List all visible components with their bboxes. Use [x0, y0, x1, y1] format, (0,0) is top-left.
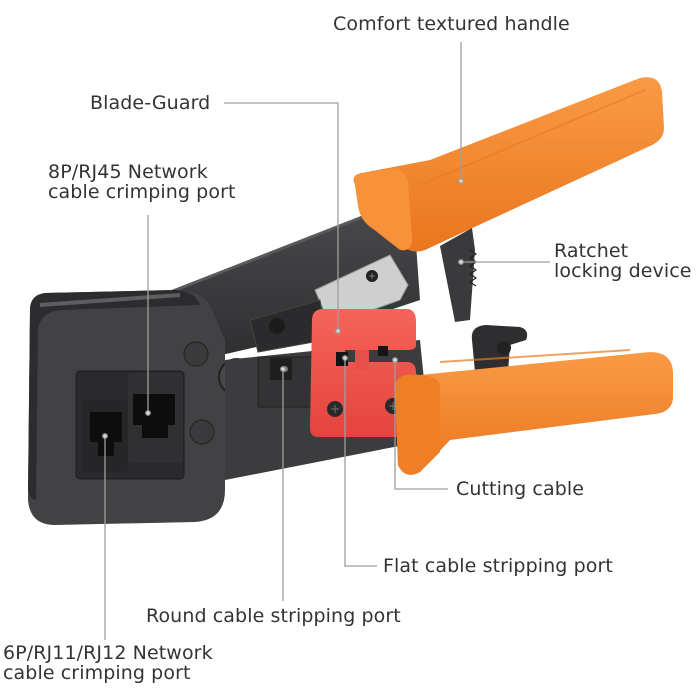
blade-guard [310, 309, 416, 437]
label-ratchet: Ratchet locking device [554, 241, 692, 281]
upper-handle [353, 77, 664, 252]
label-rj45-port: 8P/RJ45 Network cable crimping port [48, 162, 236, 202]
label-rj11-line1: 6P/RJ11/RJ12 Network [3, 642, 213, 664]
label-ratchet-line2: locking device [554, 260, 692, 282]
label-rj45-line2: cable crimping port [48, 181, 236, 203]
label-ratchet-line1: Ratchet [554, 240, 629, 262]
leader-lines [102, 42, 550, 640]
ratchet-knob [471, 325, 528, 372]
rj45-port [128, 373, 183, 463]
label-rj45-line1: 8P/RJ45 Network [48, 161, 208, 183]
lower-handle [395, 349, 673, 475]
label-round-cable-port: Round cable stripping port [146, 605, 401, 627]
label-cutting-cable: Cutting cable [456, 478, 585, 500]
label-rj11-port: 6P/RJ11/RJ12 Network cable crimping port [3, 643, 213, 683]
screw-icon [269, 318, 285, 334]
label-flat-cable-port: Flat cable stripping port [383, 555, 613, 577]
ratchet-lever [440, 228, 478, 322]
label-rj11-line2: cable crimping port [3, 662, 191, 684]
label-comfort-handle: Comfort textured handle [333, 13, 570, 35]
label-blade-guard: Blade-Guard [90, 92, 211, 114]
